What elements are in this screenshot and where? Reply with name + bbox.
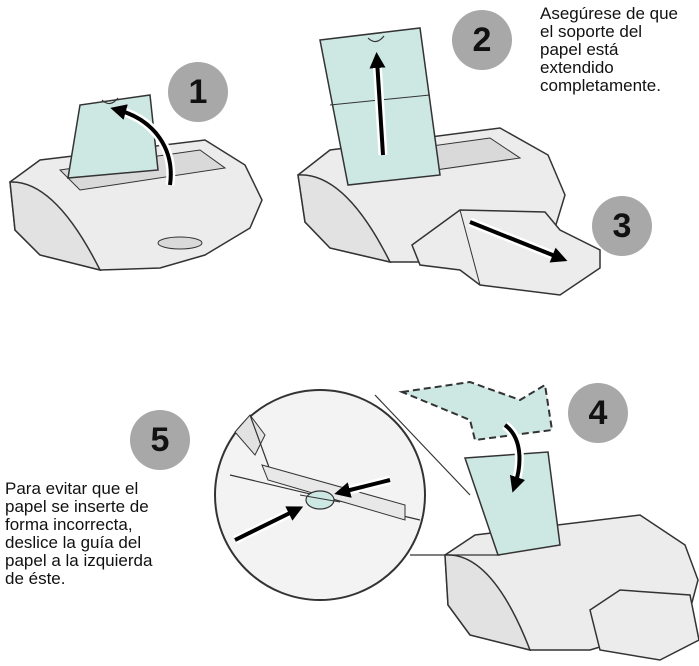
paper-support-1-notch (101, 97, 119, 105)
paper-support-1 (67, 94, 159, 179)
step-3-badge: 3 (592, 196, 652, 256)
printer-1-output-slot (157, 236, 203, 250)
printer-1-side (9, 181, 102, 272)
step-5-badge: 5 (130, 410, 190, 470)
step-4-badge: 4 (568, 383, 628, 443)
step-2-badge: 2 (452, 10, 512, 70)
printer-step-1 (9, 94, 263, 272)
paper-guide (305, 490, 335, 510)
paper-stack-outline (398, 380, 554, 442)
output-tray-4 (589, 589, 699, 661)
output-tray-3 (411, 209, 601, 296)
step-2-caption: Asegúrese de que el soporte del papel es… (540, 4, 678, 95)
zoom-detail-step-5 (214, 389, 500, 601)
printer-2-side (297, 174, 392, 264)
step-1-badge: 1 (168, 62, 228, 122)
step-5-caption: Para evitar que el papel se inserte de f… (5, 479, 153, 588)
printer-step-2-3 (297, 27, 601, 296)
printer-4-side (444, 554, 532, 652)
printer-step-4 (398, 380, 699, 661)
